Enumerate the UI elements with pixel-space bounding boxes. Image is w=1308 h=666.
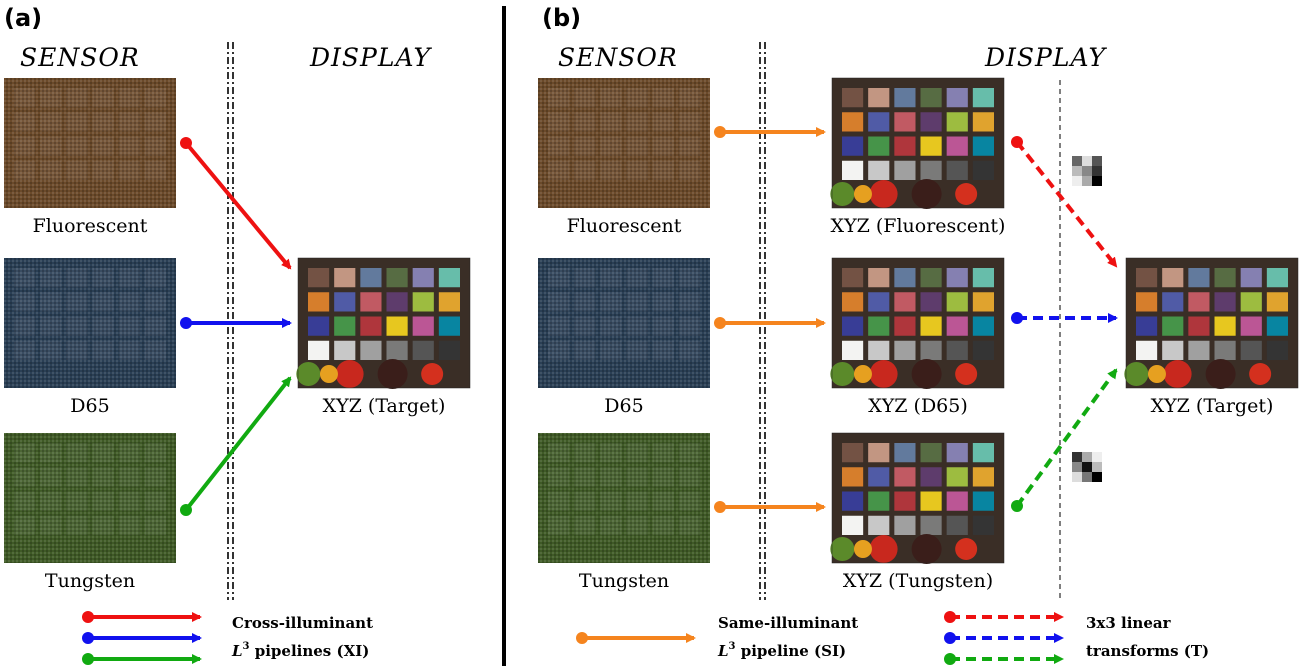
caption-d65: D65	[70, 395, 109, 417]
legend-t: 3x3 linear transforms (T)	[944, 611, 1209, 665]
xi-arrow-fluorescent	[180, 137, 292, 270]
legend-si-line2: L3 pipeline (SI)	[717, 641, 846, 660]
xyz-chart-d65	[830, 257, 1005, 389]
si-arrow-fluorescent	[714, 126, 826, 138]
panel-a-label: (a)	[4, 4, 42, 32]
sensor-image-tungsten	[4, 433, 176, 563]
caption-fluorescent-b: Fluorescent	[567, 215, 682, 237]
sensor-image-fluorescent	[4, 78, 176, 208]
legend-t-line1: 3x3 linear	[1086, 614, 1172, 632]
t-arrow-d65	[1011, 312, 1118, 324]
caption-tungsten: Tungsten	[45, 570, 135, 592]
caption-d65-b: D65	[604, 395, 643, 417]
xi-arrow-tungsten	[180, 376, 292, 516]
si-arrow-d65	[714, 317, 826, 329]
matrix-icon-fluorescent	[1072, 156, 1102, 186]
target-chart-b	[1124, 257, 1299, 389]
caption-xyz-d65: XYZ (D65)	[868, 395, 968, 417]
panel-b: (b) SENSOR DISPLAY Fluorescent D65 Tungs…	[538, 4, 1299, 665]
panel-a-sensor-heading: SENSOR	[20, 43, 140, 72]
t-arrow-tungsten	[1011, 368, 1118, 512]
legend-xi: Cross-illuminant L3 pipelines (XI)	[82, 611, 373, 665]
si-arrow-tungsten	[714, 501, 826, 513]
t-arrow-fluorescent	[1011, 136, 1118, 268]
legend-si-line1: Same-illuminant	[718, 614, 858, 632]
caption-target-a: XYZ (Target)	[323, 395, 446, 417]
legend-t-line2: transforms (T)	[1086, 642, 1209, 660]
matrix-icon-tungsten	[1072, 452, 1102, 482]
sensor-image-d65-b	[538, 258, 710, 388]
panel-a: (a) SENSOR DISPLAY Fluorescent D65 Tungs…	[4, 4, 471, 665]
xi-arrow-d65	[180, 317, 292, 329]
legend-si: Same-illuminant L3 pipeline (SI)	[576, 614, 858, 660]
panel-b-display-heading: DISPLAY	[984, 43, 1108, 72]
caption-xyz-fluorescent: XYZ (Fluorescent)	[831, 215, 1006, 237]
legend-xi-line1: Cross-illuminant	[232, 614, 373, 632]
xyz-chart-tungsten	[830, 432, 1005, 564]
sensor-image-tungsten-b	[538, 433, 710, 563]
panel-b-label: (b)	[542, 4, 581, 32]
xyz-chart-fluorescent	[830, 77, 1005, 209]
caption-tungsten-b: Tungsten	[579, 570, 669, 592]
caption-target-b: XYZ (Target)	[1151, 395, 1274, 417]
target-chart-a	[296, 257, 471, 389]
sensor-image-fluorescent-b	[538, 78, 710, 208]
panel-b-sensor-heading: SENSOR	[558, 43, 678, 72]
panel-a-display-heading: DISPLAY	[309, 43, 433, 72]
legend-xi-line2: L3 pipelines (XI)	[231, 641, 369, 660]
caption-fluorescent: Fluorescent	[33, 215, 148, 237]
caption-xyz-tungsten: XYZ (Tungsten)	[843, 570, 993, 592]
sensor-image-d65	[4, 258, 176, 388]
